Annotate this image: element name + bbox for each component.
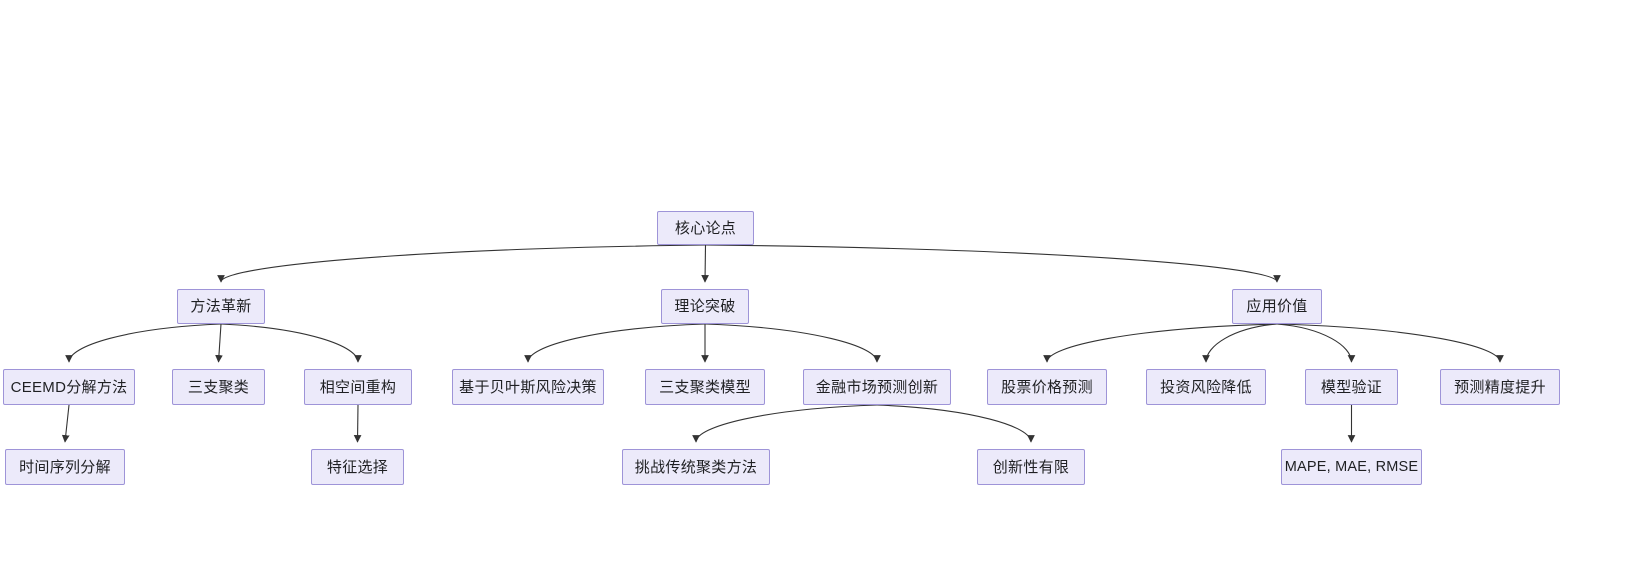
- node-method[interactable]: 方法革新: [177, 289, 265, 324]
- node-risk[interactable]: 投资风险降低: [1146, 369, 1266, 405]
- node-label: 时间序列分解: [19, 458, 111, 476]
- node-validate[interactable]: 模型验证: [1305, 369, 1398, 405]
- node-label: 相空间重构: [319, 378, 397, 396]
- node-label: 股票价格预测: [1001, 378, 1093, 396]
- node-ceemd[interactable]: CEEMD分解方法: [3, 369, 135, 405]
- edge-ceemd-to-tsdecomp: [61, 404, 70, 443]
- node-bayes[interactable]: 基于贝叶斯风险决策: [452, 369, 604, 405]
- node-label: 应用价值: [1246, 298, 1308, 315]
- node-label: 三支聚类: [187, 378, 250, 396]
- node-three[interactable]: 三支聚类: [172, 369, 265, 405]
- edge-core-to-apply: [705, 244, 1281, 283]
- edge-method-to-three: [215, 323, 223, 363]
- edge-apply-to-validate: [1276, 323, 1356, 363]
- edge-apply-to-accuracy: [1276, 323, 1504, 363]
- node-label: 挑战传统聚类方法: [634, 458, 758, 476]
- edge-apply-to-stock: [1043, 323, 1278, 363]
- edge-finance-to-challenge: [692, 404, 878, 443]
- edge-core-to-theory: [701, 244, 709, 283]
- node-label: 理论突破: [674, 298, 736, 315]
- edge-method-to-ceemd: [65, 323, 222, 363]
- node-label: CEEMD分解方法: [10, 378, 128, 396]
- node-label: 基于贝叶斯风险决策: [459, 378, 597, 396]
- node-label: 模型验证: [1320, 378, 1383, 396]
- edge-theory-to-finance: [704, 323, 881, 363]
- node-label: 预测精度提升: [1454, 378, 1546, 396]
- node-limited[interactable]: 创新性有限: [977, 449, 1085, 485]
- node-stock[interactable]: 股票价格预测: [987, 369, 1107, 405]
- edge-theory-to-bayes: [524, 323, 706, 363]
- node-label: 方法革新: [190, 298, 252, 315]
- node-feature[interactable]: 特征选择: [311, 449, 404, 485]
- node-accuracy[interactable]: 预测精度提升: [1440, 369, 1560, 405]
- edge-finance-to-limited: [876, 404, 1035, 443]
- edge-phase-to-feature: [353, 404, 362, 443]
- node-finance[interactable]: 金融市场预测创新: [803, 369, 951, 405]
- edge-apply-to-risk: [1202, 323, 1278, 363]
- node-label: 三支聚类模型: [659, 378, 751, 396]
- node-theory[interactable]: 理论突破: [661, 289, 749, 324]
- edge-core-to-method: [217, 244, 706, 283]
- node-label: 创新性有限: [992, 458, 1070, 476]
- edge-method-to-phase: [220, 323, 362, 363]
- node-metrics[interactable]: MAPE, MAE, RMSE: [1281, 449, 1422, 485]
- node-label: 特征选择: [326, 458, 389, 476]
- edges-group: [61, 244, 1504, 443]
- node-tsdecomp[interactable]: 时间序列分解: [5, 449, 125, 485]
- node-phase[interactable]: 相空间重构: [304, 369, 412, 405]
- node-challenge[interactable]: 挑战传统聚类方法: [622, 449, 770, 485]
- node-apply[interactable]: 应用价值: [1232, 289, 1322, 324]
- node-core[interactable]: 核心论点: [657, 211, 754, 245]
- node-threemdl[interactable]: 三支聚类模型: [645, 369, 765, 405]
- node-label: MAPE, MAE, RMSE: [1284, 458, 1419, 475]
- node-label: 金融市场预测创新: [815, 378, 939, 396]
- node-label: 核心论点: [674, 219, 737, 237]
- node-label: 投资风险降低: [1160, 378, 1252, 396]
